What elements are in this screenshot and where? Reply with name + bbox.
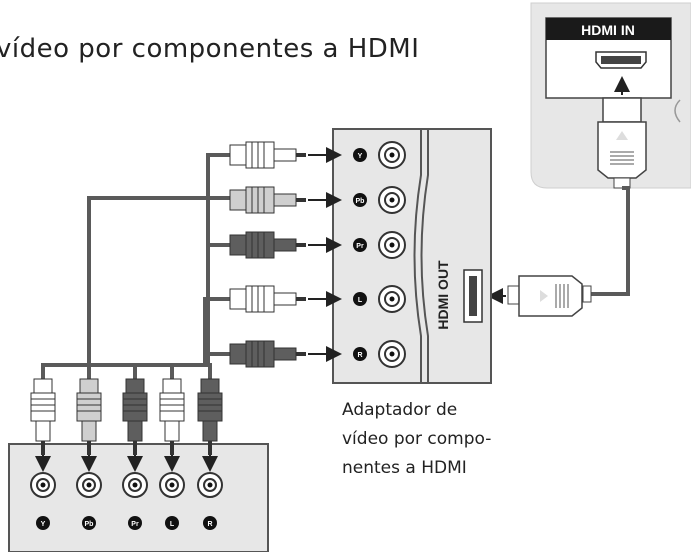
tv-panel: HDMI IN xyxy=(530,2,691,189)
adapter-hdmi-out-label: HDMI OUT xyxy=(435,260,451,330)
adapter-caption-line: vídeo por compo- xyxy=(342,429,492,449)
rca-plug-source-0 xyxy=(30,378,56,472)
source-output-jack-y[interactable]: Y xyxy=(30,472,56,530)
source-output-jack-r[interactable]: R xyxy=(197,472,223,530)
rca-plug-adapter-3 xyxy=(229,285,342,313)
adapter-badge-label: Pb xyxy=(356,198,365,205)
adapter-caption-line: nentes a HDMI xyxy=(342,458,467,478)
rca-plug-adapter-4 xyxy=(229,340,342,368)
adapter-badge-label: L xyxy=(358,297,363,304)
source-box xyxy=(8,443,269,552)
wire-l xyxy=(170,297,232,380)
rca-plug-source-3 xyxy=(159,378,185,472)
page-title: vídeo por componentes a HDMI xyxy=(0,34,420,64)
adapter-caption: Adaptador de vídeo por compo- nentes a H… xyxy=(342,396,512,483)
source-output-jack-pr[interactable]: Pr xyxy=(122,472,148,530)
adapter-badge-label: R xyxy=(357,352,362,359)
rca-plug-adapter-1 xyxy=(229,186,342,214)
rca-plug-adapter-0 xyxy=(229,141,342,169)
source-output-jack-pb[interactable]: Pb xyxy=(76,472,102,530)
adapter-box: HDMI OUT xyxy=(332,128,492,384)
rca-plug-source-4 xyxy=(197,378,223,472)
source-badge-label: L xyxy=(170,521,175,528)
adapter-caption-line: Adaptador de xyxy=(342,400,458,420)
adapter-input-jack-r[interactable]: R xyxy=(353,340,406,368)
hdmi-cable xyxy=(583,186,630,296)
rca-plug-source-1 xyxy=(76,378,102,472)
adapter-badge-label: Y xyxy=(358,153,363,160)
rca-plug-source-2 xyxy=(122,378,148,472)
wire-pr xyxy=(133,243,232,380)
adapter-input-jack-pr[interactable]: Pr xyxy=(353,231,406,259)
source-output-jack-l[interactable]: L xyxy=(159,472,185,530)
source-badge-label: Pr xyxy=(131,521,139,528)
adapter-badge-label: Pr xyxy=(356,243,364,250)
adapter-hdmi-out-port[interactable] xyxy=(463,269,483,323)
adapter-input-jack-y[interactable]: Y xyxy=(353,141,406,169)
tv-hdmi-in-label: HDMI IN xyxy=(581,22,635,38)
rca-plug-adapter-2 xyxy=(229,231,342,259)
wire-pb xyxy=(87,196,232,380)
tv-hdmi-port[interactable] xyxy=(595,51,647,69)
hdmi-plug-adapter xyxy=(507,275,592,317)
adapter-input-jack-pb[interactable]: Pb xyxy=(353,186,406,214)
source-badge-label: Pb xyxy=(85,521,94,528)
hdmi-plug-tv xyxy=(597,97,647,189)
source-badge-label: R xyxy=(207,521,212,528)
adapter-input-jack-l[interactable]: L xyxy=(353,285,406,313)
wire-r xyxy=(203,352,232,380)
source-badge-label: Y xyxy=(41,521,46,528)
